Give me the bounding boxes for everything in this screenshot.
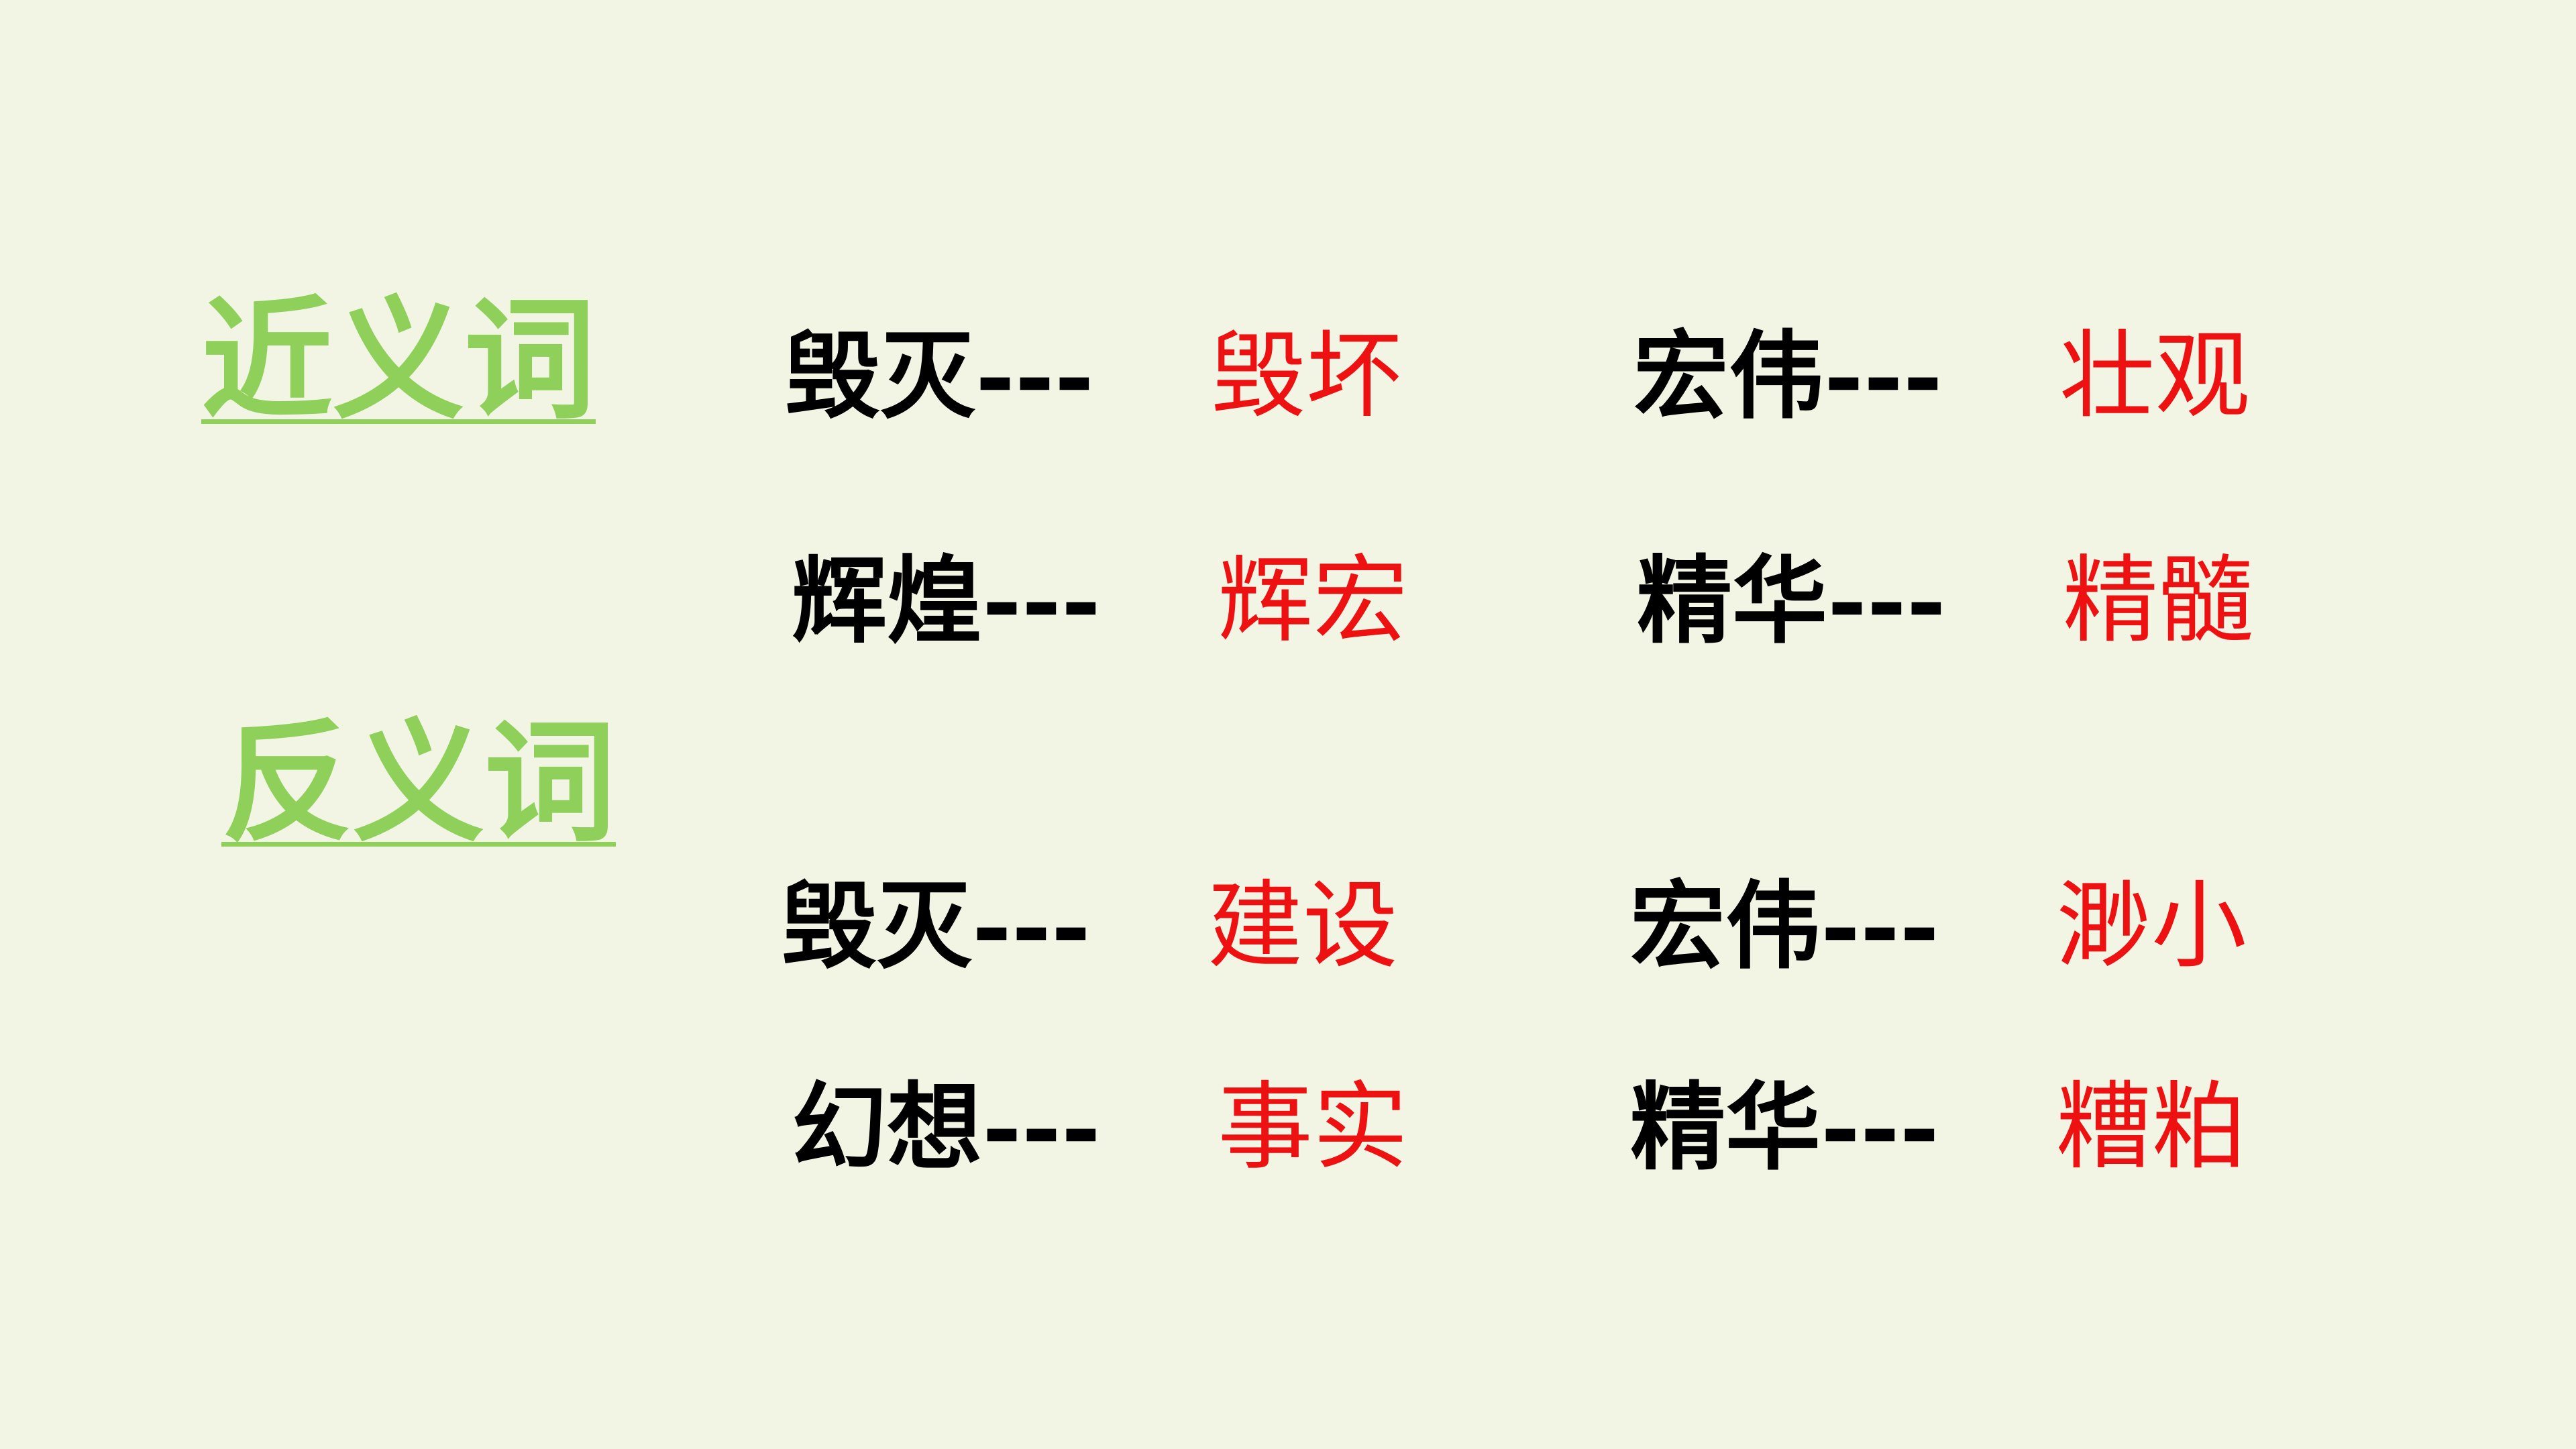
antonym-answer: 建设 <box>1208 871 1398 981</box>
synonym-term: 宏伟--- <box>1633 321 1943 432</box>
synonyms-heading: 近义词 <box>201 284 596 437</box>
synonym-term: 辉煌--- <box>792 545 1101 657</box>
synonym-answer: 壮观 <box>2059 321 2250 431</box>
antonym-answer: 事实 <box>1218 1072 1408 1183</box>
antonyms-heading: 反义词 <box>221 707 616 860</box>
antonym-term: 精华--- <box>1630 1072 1939 1183</box>
antonym-term: 幻想--- <box>792 1072 1101 1183</box>
synonym-answer: 毁坏 <box>1211 321 1401 431</box>
synonym-term: 精华--- <box>1637 545 1946 657</box>
synonym-answer: 辉宏 <box>1218 545 1408 656</box>
synonym-answer: 精髓 <box>2063 545 2253 656</box>
antonym-term: 宏伟--- <box>1630 871 1939 982</box>
antonym-term: 毁灭--- <box>782 871 1091 982</box>
antonym-answer: 渺小 <box>2056 871 2247 981</box>
antonym-answer: 糟粕 <box>2056 1072 2247 1183</box>
synonym-term: 毁灭--- <box>785 321 1094 432</box>
